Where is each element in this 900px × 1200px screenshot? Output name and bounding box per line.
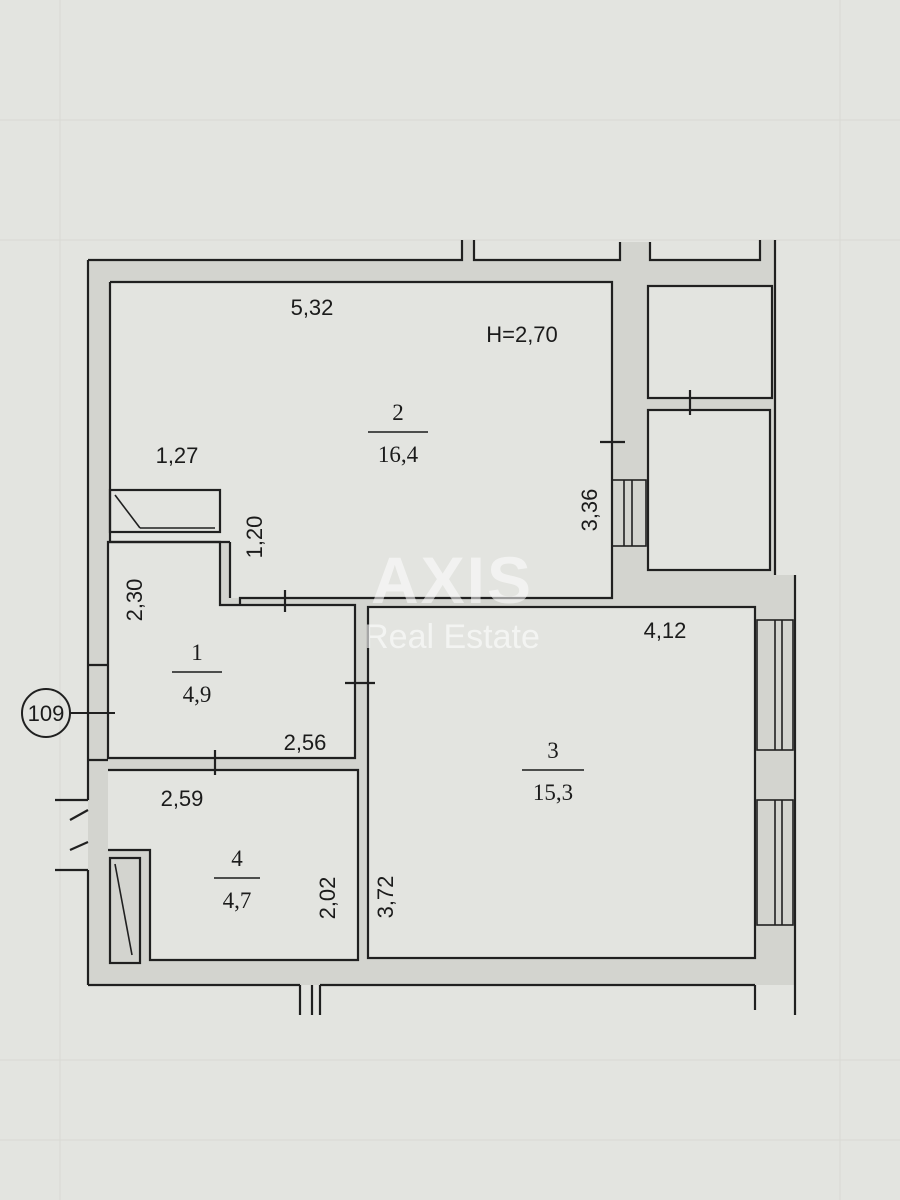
door-marks (69, 390, 692, 852)
room-4-number: 4 (231, 846, 243, 871)
ceiling-height-label: H=2,70 (486, 322, 558, 347)
axis-marker: 109 (21, 688, 115, 738)
dim-room4-height: 2,02 (315, 877, 340, 920)
watermark-brand: AXIS (371, 543, 533, 617)
dim-room1-height: 2,30 (122, 579, 147, 622)
room-2-label: 2 16,4 (368, 400, 428, 467)
windows (611, 479, 794, 926)
wall-mass (88, 240, 795, 985)
axis-marker-label: 109 (28, 701, 65, 726)
room-1-number: 1 (191, 640, 203, 665)
watermark-subtitle: Real Estate (364, 618, 540, 656)
room-3-area: 15,3 (533, 780, 573, 805)
dim-room2-depth: 3,36 (577, 489, 602, 532)
dim-closet-width: 1,27 (156, 443, 199, 468)
walls (55, 240, 797, 1015)
room-1-area: 4,9 (183, 682, 212, 707)
room-3-number: 3 (547, 738, 559, 763)
room-3-label: 3 15,3 (522, 738, 584, 805)
room-2-area: 16,4 (378, 442, 419, 467)
room-4-area: 4,7 (223, 888, 252, 913)
dim-closet-depth: 1,20 (242, 516, 267, 559)
dim-room3-width: 4,12 (644, 618, 687, 643)
dim-room1-width: 2,56 (284, 730, 327, 755)
room-1-label: 1 4,9 (172, 640, 222, 707)
dim-room4-width: 2,59 (161, 786, 204, 811)
dim-room2-width: 5,32 (291, 295, 334, 320)
dim-room3-depth: 3,72 (373, 876, 398, 919)
room-4-label: 4 4,7 (214, 846, 260, 913)
room-2-number: 2 (392, 400, 404, 425)
